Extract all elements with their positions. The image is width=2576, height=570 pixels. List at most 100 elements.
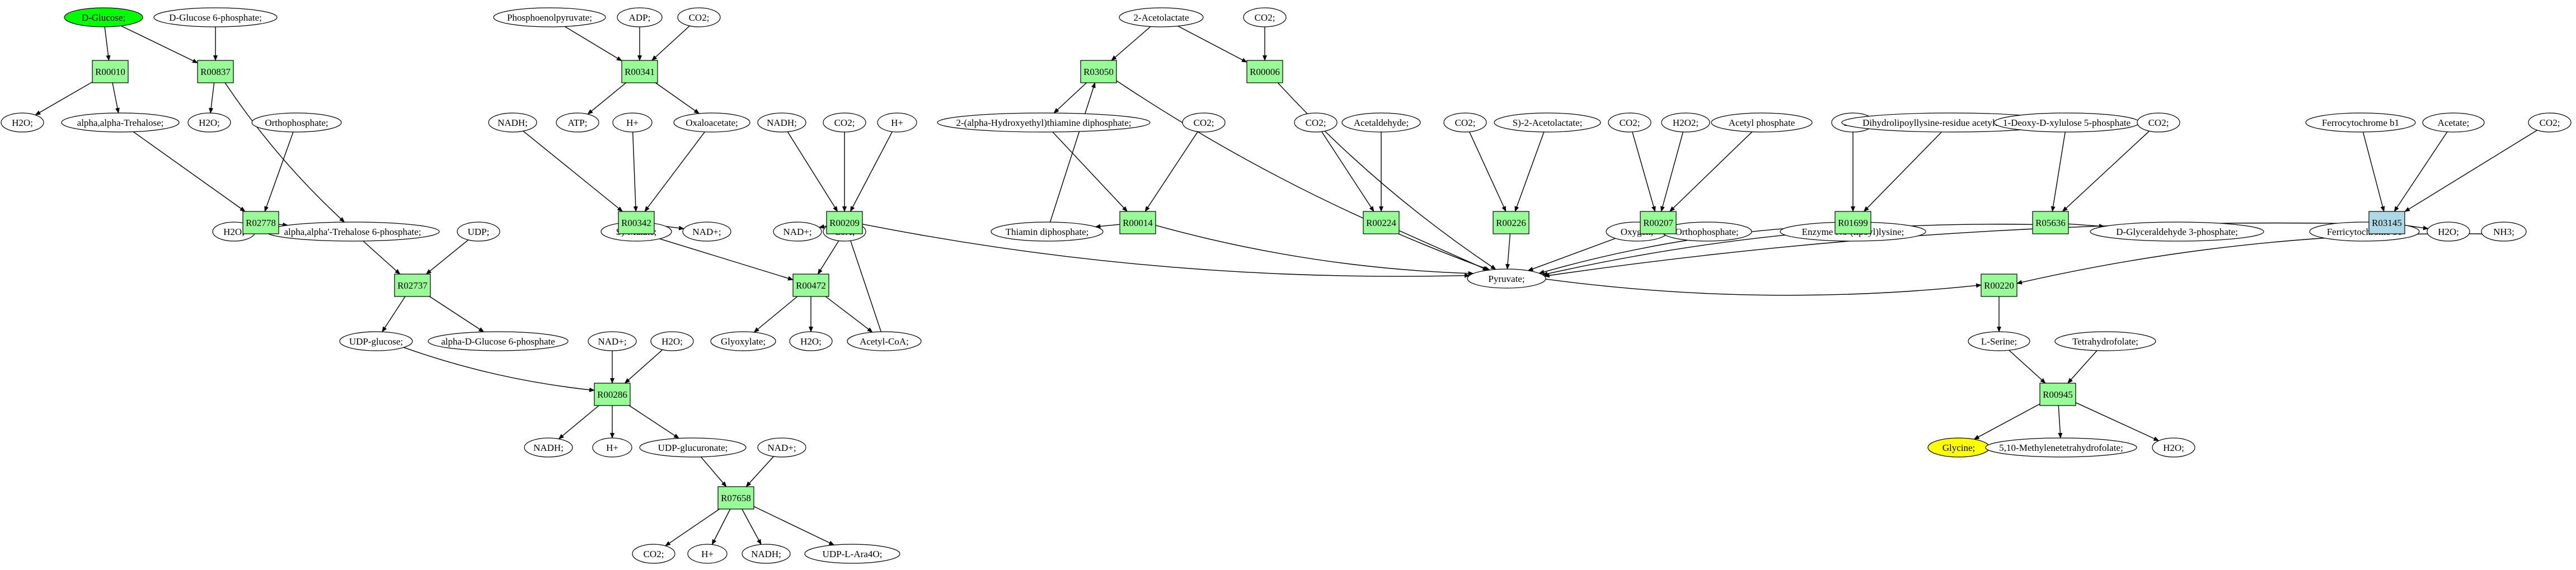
compound-node-c_co2_6[interactable]: CO2; [1294, 112, 1338, 133]
compound-node-c_co2_5[interactable]: CO2; [1182, 112, 1226, 133]
compound-node-c_glucose[interactable]: D-Glucose; [64, 7, 143, 27]
compound-node-c_thf[interactable]: Tetrahydrofolate; [2054, 331, 2156, 351]
reaction-node-r07658[interactable]: R07658 [717, 486, 754, 510]
reaction-node-r00010[interactable]: R00010 [92, 60, 129, 83]
compound-node-c_h2o_4[interactable]: H2O; [789, 331, 833, 351]
compound-node-c_udp[interactable]: UDP; [457, 222, 500, 242]
reaction-box [1363, 211, 1400, 234]
reaction-node-r03145[interactable]: R03145 [2368, 211, 2405, 234]
compound-node-c_co2_2[interactable]: CO2; [823, 112, 866, 133]
compound-node-c_acetolactate[interactable]: 2-Acetolactate [1119, 7, 1204, 27]
compound-node-c_oxaloacetate[interactable]: Oxaloacetate; [673, 112, 750, 133]
reaction-box [2368, 211, 2405, 234]
compound-node-c_nadh_2[interactable]: NADH; [757, 112, 806, 133]
compound-node-c_acetylcoa[interactable]: Acetyl-CoA; [847, 331, 922, 351]
edge-r02737-to-c_udpglucose [382, 296, 406, 333]
compound-node-c_ferrocytochrome[interactable]: Ferrocytochrome b1 [2305, 112, 2416, 133]
compound-node-c_a_g6p[interactable]: alpha-D-Glucose 6-phosphate [428, 331, 569, 351]
compound-node-c_orthophosphate_2[interactable]: Orthophosphate; [1662, 222, 1752, 242]
compound-node-c_s2acetolactate[interactable]: S)-2-Acetolactate; [1494, 112, 1601, 133]
compound-node-c_nadh_3[interactable]: NADH; [524, 437, 573, 458]
compound-node-c_adp[interactable]: ADP; [617, 7, 663, 27]
compound-node-c_udpglucuronate[interactable]: UDP-glucuronate; [639, 437, 747, 458]
compound-label: CO2; [1194, 117, 1214, 128]
compound-node-c_dxp[interactable]: 1-Deoxy-D-xylulose 5-phosphate [1993, 112, 2140, 133]
compound-ellipse [428, 331, 569, 351]
reaction-node-r00837[interactable]: R00837 [197, 60, 234, 83]
reaction-node-r00286[interactable]: R00286 [594, 383, 631, 406]
compound-ellipse [804, 544, 900, 564]
compound-ellipse [2427, 222, 2470, 242]
compound-node-c_h2o_1[interactable]: H2O; [1, 112, 44, 133]
compound-node-c_pyruvate[interactable]: Pyruvate; [1467, 268, 1546, 289]
compound-node-c_hethtpp[interactable]: 2-(alpha-Hydroxyethyl)thiamine diphospha… [937, 112, 1151, 133]
reaction-node-r00226[interactable]: R00226 [1493, 211, 1529, 234]
reaction-node-r00014[interactable]: R00014 [1119, 211, 1156, 234]
reaction-node-r05636[interactable]: R05636 [2032, 211, 2069, 234]
reaction-node-r00207[interactable]: R00207 [1640, 211, 1677, 234]
reaction-node-r01699[interactable]: R01699 [1834, 211, 1871, 234]
compound-node-c_g3p[interactable]: D-Glyceraldehyde 3-phosphate; [2090, 222, 2264, 242]
compound-label: S)-2-Acetolactate; [1513, 117, 1583, 128]
compound-node-c_methylenethf[interactable]: 5,10-Methylenetetrahydrofolate; [1985, 437, 2137, 458]
compound-node-c_co2_11[interactable]: CO2; [2528, 112, 2572, 133]
reaction-box [1981, 274, 2017, 297]
compound-node-c_nadplus_1[interactable]: NAD+; [682, 222, 731, 242]
compound-node-c_nadh_4[interactable]: NADH; [742, 544, 791, 564]
compound-node-c_nadplus_2[interactable]: NAD+; [773, 222, 822, 242]
compound-node-c_trehalose[interactable]: alpha,alpha-Trehalose; [61, 112, 180, 133]
reaction-node-r02737[interactable]: R02737 [394, 274, 431, 297]
compound-node-c_g6p[interactable]: D-Glucose 6-phosphate; [153, 7, 278, 27]
reaction-node-r00209[interactable]: R00209 [826, 211, 863, 234]
compound-node-c_hplus_3[interactable]: H+ [592, 437, 632, 458]
compound-node-c_udpara[interactable]: UDP-L-Ara4O; [804, 544, 900, 564]
compound-node-c_h2o_5[interactable]: H2O; [650, 331, 694, 351]
reaction-node-r00472[interactable]: R00472 [792, 274, 829, 297]
compound-label: Dihydrolipoyllysine-residue acetyltransf… [1862, 117, 2039, 128]
compound-node-c_t6p[interactable]: alpha,alpha'-Trehalose 6-phosphate; [265, 222, 440, 242]
compound-node-c_co2_8[interactable]: CO2; [1608, 112, 1651, 133]
compound-node-c_hplus_4[interactable]: H+ [687, 544, 728, 564]
compound-node-c_co2_4[interactable]: CO2; [1243, 7, 1287, 27]
compound-node-c_h2o_6[interactable]: H2O; [2427, 222, 2470, 242]
compound-node-c_h2o2[interactable]: H2O2; [1661, 112, 1710, 133]
compound-node-c_co2_10[interactable]: CO2; [2137, 112, 2180, 133]
compound-label: Pyruvate; [1488, 274, 1524, 284]
compound-node-c_udpglucose[interactable]: UDP-glucose; [339, 331, 413, 351]
reaction-node-r00224[interactable]: R00224 [1363, 211, 1400, 234]
compound-node-c_orthophosphate_1[interactable]: Orthophosphate; [251, 112, 342, 133]
compound-node-c_nadplus_3[interactable]: NAD+; [588, 331, 637, 351]
compound-node-c_nadh_1[interactable]: NADH; [488, 112, 537, 133]
compound-node-c_atp[interactable]: ATP; [556, 112, 599, 133]
edge-r00341-to-c_oxaloacetate [655, 82, 700, 114]
reaction-label: R01699 [1838, 218, 1868, 228]
edge-r00014-to-c_pyruvate [1155, 225, 1474, 276]
reaction-node-r00220[interactable]: R00220 [1981, 274, 2017, 297]
reaction-node-r02778[interactable]: R02778 [242, 211, 279, 234]
compound-node-c_tpp[interactable]: Thiamin diphosphate; [991, 222, 1104, 242]
edge-c_nh3-to-r00220 [2016, 233, 2483, 285]
compound-node-c_nadplus_4[interactable]: NAD+; [757, 437, 806, 458]
reaction-node-r03050[interactable]: R03050 [1080, 60, 1117, 83]
reaction-node-r00945[interactable]: R00945 [2039, 383, 2076, 406]
edge-c_orthophosphate_1-to-r02778 [264, 131, 294, 212]
compound-node-c_hplus_2[interactable]: H+ [877, 112, 917, 133]
compound-ellipse [2152, 437, 2195, 458]
compound-node-c_hplus_1[interactable]: H+ [612, 112, 653, 133]
compound-node-c_acetate[interactable]: Acetate; [2422, 112, 2485, 133]
compound-node-c_h2o_2[interactable]: H2O; [187, 112, 231, 133]
compound-node-c_pep[interactable]: Phosphoenolpyruvate; [493, 7, 606, 27]
compound-node-c_h2o_7[interactable]: H2O; [2152, 437, 2195, 458]
reaction-node-r00006[interactable]: R00006 [1246, 60, 1283, 83]
compound-node-c_lserine[interactable]: L-Serine; [1968, 331, 2030, 351]
compound-node-c_co2_1[interactable]: CO2; [677, 7, 721, 27]
compound-node-c_acetaldehyde[interactable]: Acetaldehyde; [1341, 112, 1421, 133]
reaction-node-r00341[interactable]: R00341 [621, 60, 658, 83]
compound-node-c_glycine[interactable]: Glycine; [1927, 437, 1990, 458]
compound-node-c_co2_3[interactable]: CO2; [632, 544, 675, 564]
reaction-node-r00342[interactable]: R00342 [618, 211, 655, 234]
compound-node-c_co2_7[interactable]: CO2; [1443, 112, 1487, 133]
compound-node-c_nh3[interactable]: NH3; [2481, 222, 2527, 242]
compound-node-c_glyoxylate[interactable]: Glyoxylate; [710, 331, 776, 351]
compound-node-c_acetylphosphate[interactable]: Acetyl phosphate [1711, 112, 1813, 133]
